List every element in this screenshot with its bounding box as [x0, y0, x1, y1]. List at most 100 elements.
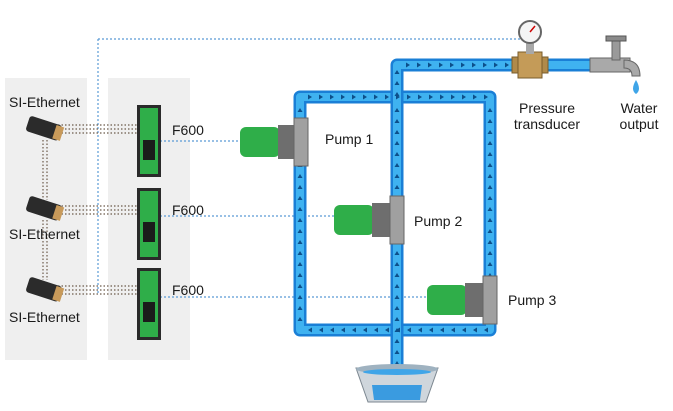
- flow-arrow: [394, 163, 400, 167]
- flow-arrow: [394, 306, 400, 310]
- flow-arrow: [487, 152, 493, 156]
- flow-arrow: [297, 262, 303, 266]
- flow-arrow: [394, 317, 400, 321]
- flow-arrow: [473, 327, 477, 333]
- flow-arrow: [297, 251, 303, 255]
- flow-arrow: [487, 251, 493, 255]
- flow-arrow: [297, 273, 303, 277]
- flow-arrow: [341, 327, 345, 333]
- flow-arrow: [394, 251, 400, 255]
- flow-arrow: [487, 185, 493, 189]
- flow-arrow: [487, 141, 493, 145]
- water-basin: [355, 364, 439, 403]
- flow-arrow: [451, 94, 455, 100]
- flow-arrow: [440, 94, 444, 100]
- flow-arrow: [394, 141, 400, 145]
- flow-arrow: [429, 327, 433, 333]
- f600-device-1: [137, 105, 161, 177]
- flow-arrow: [394, 119, 400, 123]
- flow-arrow: [394, 81, 400, 85]
- flow-arrow: [394, 273, 400, 277]
- flow-arrow: [450, 62, 454, 68]
- flow-arrow: [330, 327, 334, 333]
- flow-arrow: [341, 94, 345, 100]
- pressure-transducer-label: Pressure transducer: [513, 100, 581, 132]
- flow-arrow: [297, 218, 303, 222]
- flow-arrow: [505, 62, 509, 68]
- f600-label-3: F600: [172, 282, 204, 298]
- flow-arrow: [394, 130, 400, 134]
- flow-arrow: [483, 62, 487, 68]
- flow-arrow: [352, 327, 356, 333]
- flow-arrow: [406, 62, 410, 68]
- flow-arrow: [394, 70, 400, 74]
- si-ethernet-label-3: SI-Ethernet: [9, 309, 80, 325]
- flow-arrow: [319, 94, 323, 100]
- flow-arrow: [297, 196, 303, 200]
- flow-arrow: [462, 327, 466, 333]
- pump-1-label: Pump 1: [325, 131, 374, 147]
- flow-arrow: [407, 94, 411, 100]
- flow-arrow: [418, 94, 422, 100]
- flow-arrow: [385, 327, 389, 333]
- flow-arrow: [374, 94, 378, 100]
- flow-arrow: [297, 240, 303, 244]
- flow-arrow: [484, 327, 488, 333]
- flow-arrow: [494, 62, 498, 68]
- si-ethernet-label-1: SI-Ethernet: [9, 94, 80, 110]
- flow-arrow: [394, 92, 400, 96]
- flow-arrow: [429, 94, 433, 100]
- flow-arrow: [428, 62, 432, 68]
- flow-arrow: [374, 327, 378, 333]
- flow-arrow: [297, 174, 303, 178]
- flow-arrow: [487, 119, 493, 123]
- flow-arrow: [363, 94, 367, 100]
- flow-arrow: [297, 295, 303, 299]
- flow-arrow: [297, 306, 303, 310]
- flow-arrow: [484, 94, 488, 100]
- si-ethernet-module-3: [26, 277, 65, 302]
- flow-arrow: [418, 327, 422, 333]
- f600-device-3: [137, 268, 161, 340]
- flow-arrow: [487, 163, 493, 167]
- flow-arrow: [487, 229, 493, 233]
- flow-arrow: [363, 327, 367, 333]
- f600-label-1: F600: [172, 122, 204, 138]
- flow-arrow: [394, 262, 400, 266]
- si-ethernet-module-2: [26, 196, 65, 221]
- flow-arrow: [297, 185, 303, 189]
- flow-arrow: [394, 339, 400, 343]
- flow-arrow: [451, 327, 455, 333]
- pump-2-label: Pump 2: [414, 213, 463, 229]
- flow-arrow: [440, 327, 444, 333]
- flow-arrow: [297, 207, 303, 211]
- si-ethernet-label-2: SI-Ethernet: [9, 226, 80, 242]
- pump-2: [334, 195, 405, 245]
- flow-arrow: [461, 62, 465, 68]
- flow-arrow: [352, 94, 356, 100]
- flow-arrow: [297, 317, 303, 321]
- flow-arrow: [487, 207, 493, 211]
- flow-arrow: [297, 108, 303, 112]
- flow-arrows: [297, 62, 509, 365]
- flow-arrow: [473, 94, 477, 100]
- water-tap: [589, 35, 641, 94]
- pump-3-label: Pump 3: [508, 292, 557, 308]
- flow-arrow: [462, 94, 466, 100]
- si-ethernet-module-1: [26, 116, 65, 141]
- flow-arrow: [394, 185, 400, 189]
- flow-arrow: [385, 94, 389, 100]
- flow-arrow: [394, 361, 400, 365]
- flow-arrow: [394, 350, 400, 354]
- flow-arrow: [394, 284, 400, 288]
- flow-arrow: [394, 152, 400, 156]
- flow-arrow: [487, 108, 493, 112]
- flow-arrow: [439, 62, 443, 68]
- flow-arrow: [297, 229, 303, 233]
- pressure-transducer: [511, 20, 549, 79]
- flow-arrow: [487, 240, 493, 244]
- flow-arrow: [396, 327, 400, 333]
- flow-arrow: [394, 295, 400, 299]
- flow-arrow: [407, 327, 411, 333]
